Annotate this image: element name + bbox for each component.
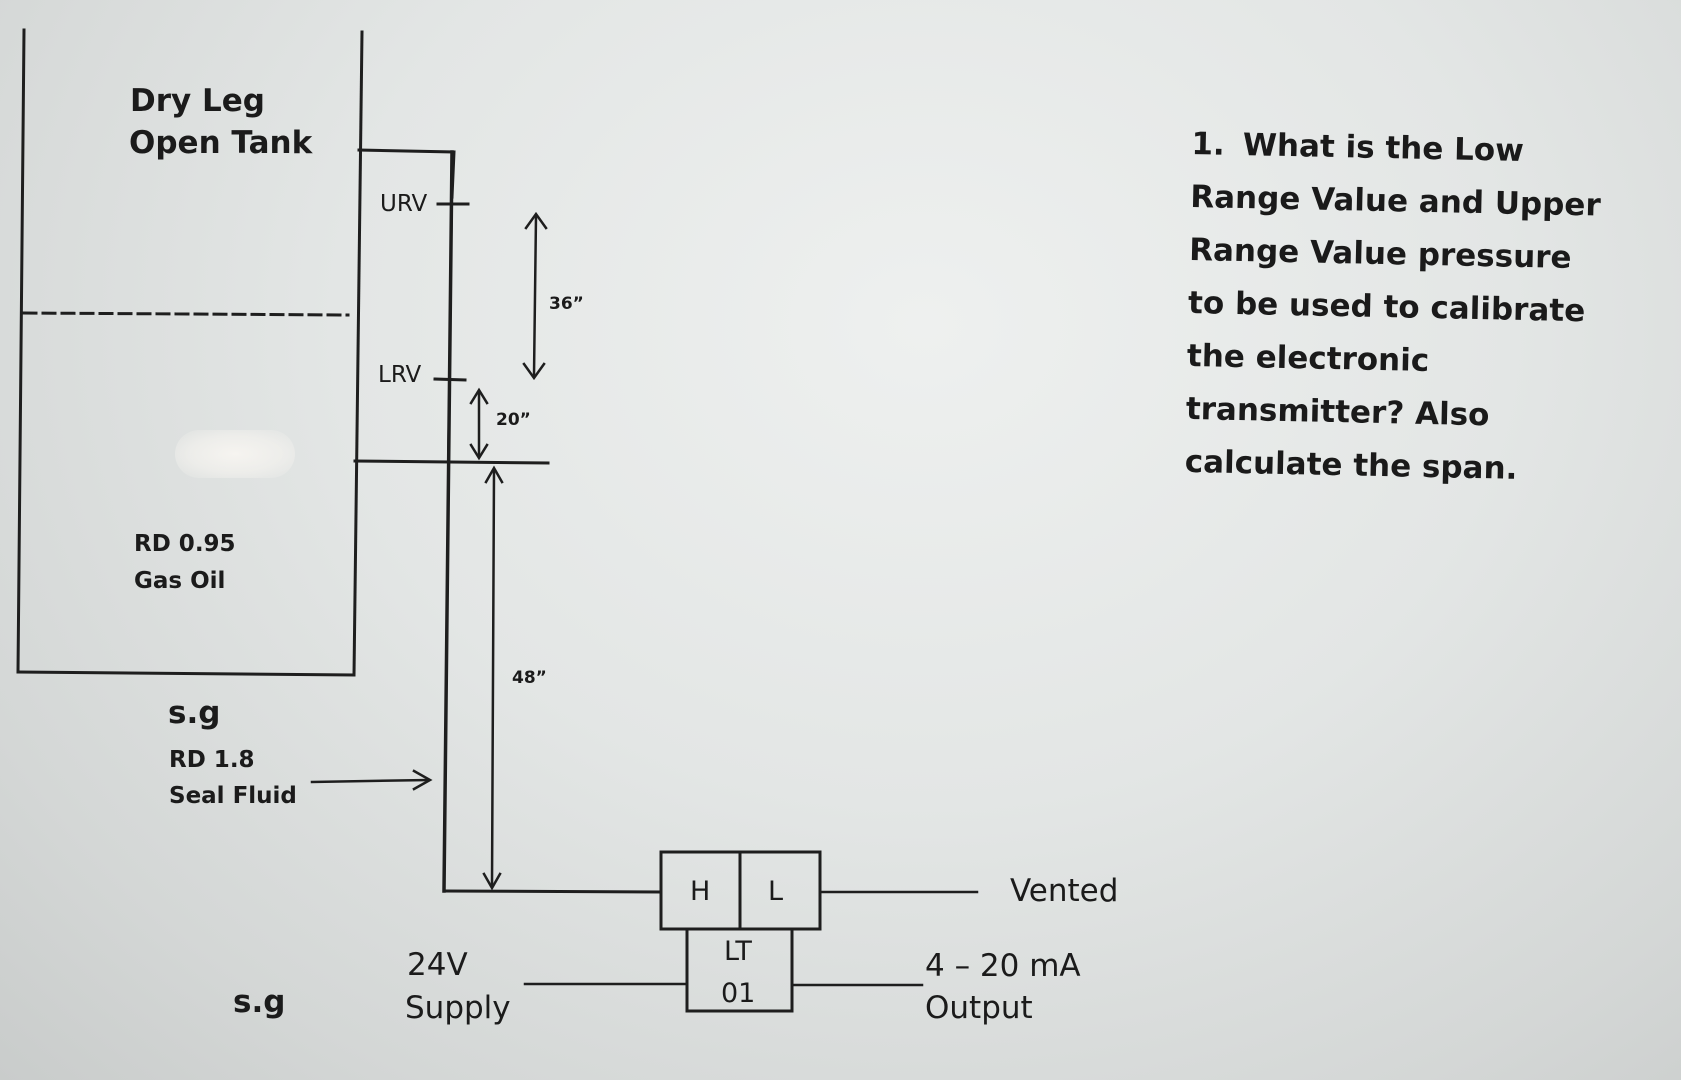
span-arrow-head-top [524,211,548,230]
vented-label: Vented [1010,873,1119,909]
output-line1-label: 4 – 20 mA [925,948,1081,984]
tank-title-line2: Open Tank [129,125,313,161]
leg-arrow-head-top [484,465,504,484]
tank-tap-line [353,459,550,465]
urv-label: URV [380,191,428,217]
bottom-sg-label: s.g [233,984,286,1020]
lrv-arrow-head-top [469,387,489,405]
supply-line1-label: 24V [407,947,468,983]
liquid-rd-label: RD 0.95 [134,531,236,557]
leg-arrow [490,468,496,888]
tank-bottom [16,670,356,677]
transmitter-tag-box [685,927,794,1013]
liquid-level-line [22,311,350,317]
seal-sg-label: s.g [168,695,221,731]
tank-left-wall [16,28,26,674]
high-port-label: H [690,876,711,907]
liquid-name-label: Gas Oil [134,568,226,594]
impulse-leg-inner [446,203,454,462]
span-height-label: 36” [549,294,584,314]
leg-arrow-head-bottom [482,872,502,891]
seal-fluid-pointer-head [412,769,433,791]
tank-right-wall [352,30,364,677]
lrv-label: LRV [378,362,422,388]
span-arrow [532,214,538,377]
dry-leg-connection [357,148,456,199]
tank-title-line1: Dry Leg [130,83,265,119]
seal-name-label: Seal Fluid [169,783,297,809]
output-line2-label: Output [925,990,1033,1026]
seal-fluid-pointer [310,778,430,784]
lrv-tick [433,377,467,382]
seal-rd-label: RD 1.8 [169,747,255,773]
transmitter-tag-line2: 01 [721,978,756,1009]
span-arrow-head-bottom [522,362,546,381]
screen-glare [175,430,295,478]
lrv-height-label: 20” [496,410,531,430]
supply-line2-label: Supply [405,990,511,1026]
transmitter-tag-line1: LT [724,936,752,967]
leg-height-label: 48” [512,668,547,688]
question-text: 1.What is the Low Range Value and Upper … [1184,118,1612,498]
question-body: What is the Low Range Value and Upper Ra… [1184,127,1602,487]
lrv-arrow-head-bottom [469,443,489,461]
question-number: 1. [1191,125,1226,163]
low-port-label: L [768,876,784,907]
bottom-impulse-line [442,889,663,894]
